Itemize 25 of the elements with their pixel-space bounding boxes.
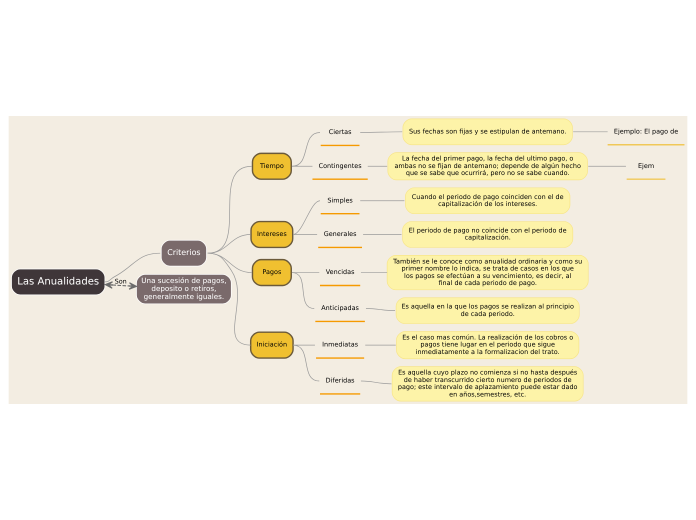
connector [360, 380, 392, 384]
node-box: Las Anualidades [11, 268, 106, 296]
connector [292, 200, 320, 235]
connector [292, 272, 320, 273]
node-box: Una sucesión de pagos, deposito o retiros, generalmente iguales. [136, 274, 232, 304]
connector [207, 234, 252, 254]
connector [292, 344, 316, 346]
connector [292, 132, 320, 167]
connector [292, 272, 315, 309]
connector [292, 166, 313, 167]
connector [207, 166, 252, 254]
connector [360, 131, 403, 133]
connector [362, 234, 402, 235]
connector [588, 166, 626, 167]
connector [364, 344, 396, 346]
connector [207, 252, 252, 346]
connector [572, 131, 608, 132]
connector [292, 344, 320, 382]
connector [360, 272, 388, 273]
connector [292, 234, 318, 235]
arrow [104, 281, 137, 290]
connector [367, 166, 388, 167]
connector [360, 200, 405, 202]
connector [104, 252, 161, 282]
connector [366, 308, 396, 311]
